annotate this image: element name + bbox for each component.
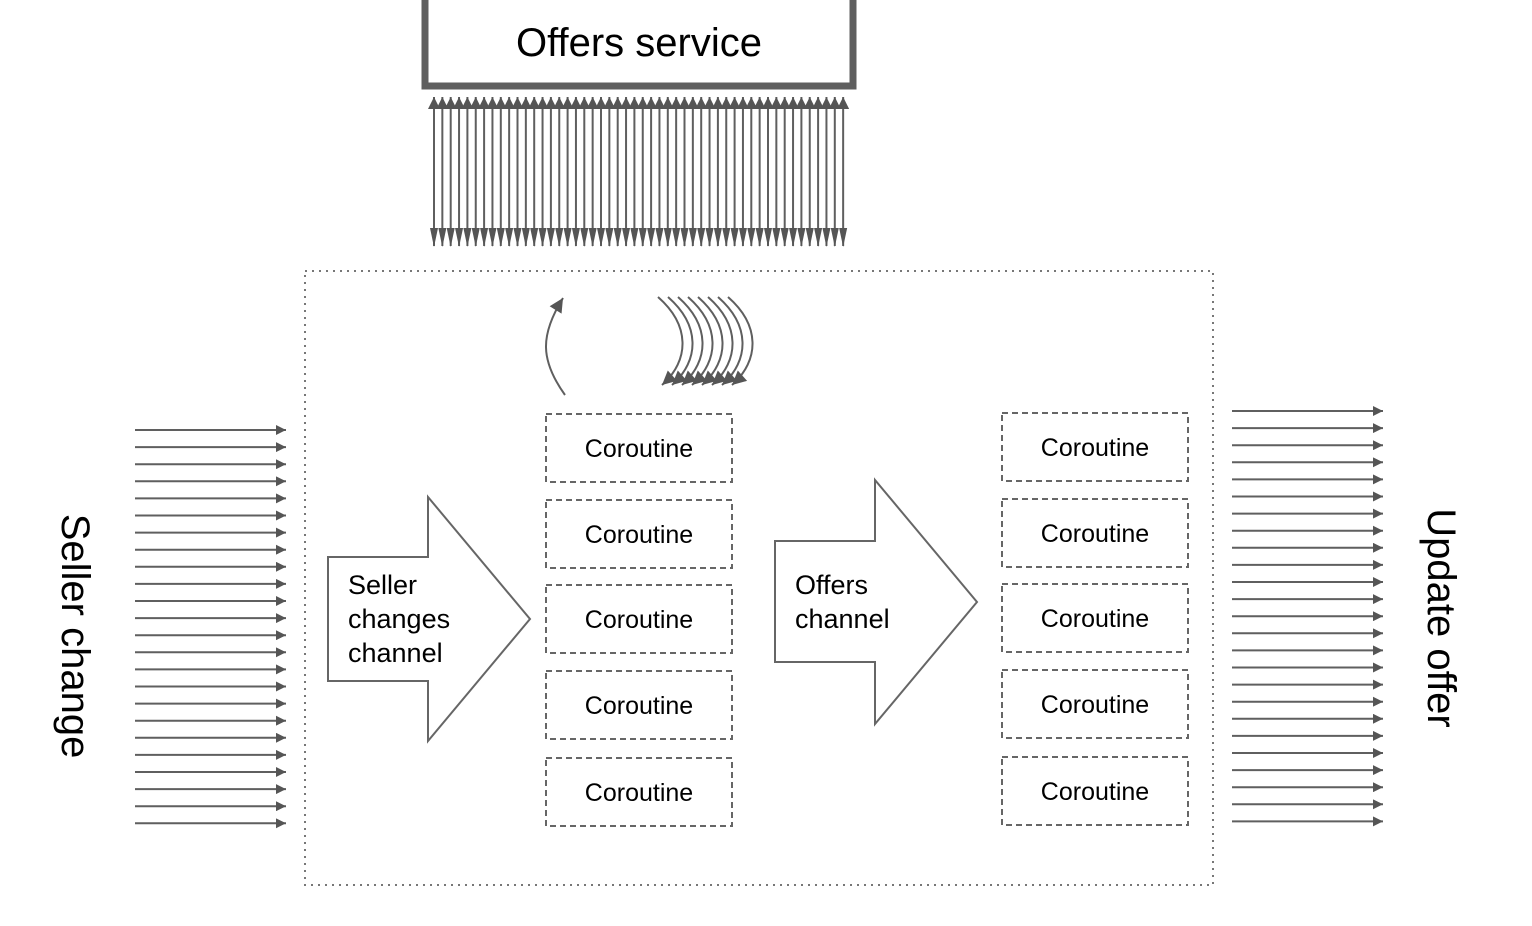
down-arrowhead <box>697 228 706 247</box>
offers-channel-line-1: Offers <box>795 570 868 600</box>
seller-channel-line-1: Seller <box>348 570 417 600</box>
coroutine-label: Coroutine <box>585 779 693 807</box>
coroutine-box: Coroutine <box>545 584 733 654</box>
update-offer-arrows <box>1232 406 1383 827</box>
down-arrowhead <box>471 228 480 247</box>
down-arrowhead <box>688 228 697 247</box>
down-arrowhead <box>722 228 731 247</box>
down-arrowhead <box>655 228 664 247</box>
down-arrowhead <box>789 228 798 247</box>
coroutine-box: Coroutine <box>545 499 733 569</box>
down-arrowhead <box>597 228 605 247</box>
down-arrowhead <box>463 228 472 247</box>
down-arrowhead <box>530 228 539 247</box>
seller-channel-line-2: changes <box>348 604 450 634</box>
coroutine-box: Coroutine <box>1001 412 1189 482</box>
down-arrowhead <box>480 228 489 247</box>
down-arrowhead <box>822 228 831 247</box>
coroutine-box: Coroutine <box>1001 498 1189 568</box>
down-arrowhead <box>713 228 722 247</box>
down-arrowhead <box>705 228 714 247</box>
incoming-curved-arrow <box>687 296 714 386</box>
down-arrowhead <box>672 228 681 247</box>
offers-channel-line-2: channel <box>795 604 890 634</box>
down-arrowhead <box>455 228 464 247</box>
down-arrowhead <box>747 228 756 247</box>
coroutine-label: Coroutine <box>1041 605 1149 633</box>
coroutine-box: Coroutine <box>1001 669 1189 739</box>
incoming-curved-arrow <box>727 296 754 386</box>
coroutine-label: Coroutine <box>585 692 693 720</box>
down-arrowhead <box>605 228 614 247</box>
incoming-curved-arrows <box>657 296 754 386</box>
down-arrowhead <box>663 228 672 247</box>
outgoing-curved-arrow <box>545 297 566 396</box>
coroutine-label: Coroutine <box>1041 434 1149 462</box>
coroutine-label: Coroutine <box>585 606 693 634</box>
down-arrowhead <box>438 228 447 247</box>
down-arrowhead <box>505 228 514 247</box>
right-coroutine-pool: Coroutine Coroutine Coroutine Coroutine … <box>1001 412 1189 826</box>
seller-channel-line-3: channel <box>348 638 443 668</box>
down-arrowhead <box>630 228 639 247</box>
down-arrowhead <box>797 228 806 247</box>
down-arrowhead <box>622 228 631 247</box>
seller-change-label: Seller change <box>53 514 97 759</box>
down-arrowhead <box>580 228 589 247</box>
down-arrowhead <box>839 228 848 247</box>
down-arrowhead <box>830 228 839 247</box>
coroutine-label: Coroutine <box>585 435 693 463</box>
coroutine-label: Coroutine <box>1041 691 1149 719</box>
down-arrowhead <box>546 228 555 247</box>
incoming-curved-arrow <box>657 296 684 386</box>
service-request-lines <box>428 97 850 247</box>
down-arrowhead <box>496 228 505 247</box>
down-arrowhead <box>814 228 823 247</box>
down-arrowhead <box>755 228 764 247</box>
incoming-curved-arrow <box>697 296 724 386</box>
coroutine-box: Coroutine <box>1001 756 1189 826</box>
coroutine-box: Coroutine <box>545 413 733 483</box>
down-arrowhead <box>488 228 497 247</box>
coroutine-label: Coroutine <box>1041 520 1149 548</box>
offers-channel: Offers channel <box>774 477 979 727</box>
down-arrowhead <box>764 228 772 247</box>
coroutine-box: Coroutine <box>545 757 733 827</box>
down-arrowhead <box>588 228 597 247</box>
down-arrowhead <box>563 228 572 247</box>
down-arrowhead <box>805 228 814 247</box>
down-arrowhead <box>638 228 647 247</box>
down-arrowhead <box>738 228 747 247</box>
down-arrowhead <box>772 228 781 247</box>
down-arrowhead <box>613 228 622 247</box>
incoming-curved-arrow <box>717 296 744 386</box>
down-arrowhead <box>680 228 689 247</box>
offers-service-box: Offers service <box>421 0 857 90</box>
down-arrowhead <box>555 228 564 247</box>
left-coroutine-pool: Coroutine Coroutine Coroutine Coroutine … <box>545 413 733 827</box>
incoming-curved-arrow <box>667 296 694 386</box>
system-boundary <box>304 270 1214 886</box>
seller-changes-channel: Seller changes channel <box>327 494 532 744</box>
down-arrowhead <box>521 228 530 247</box>
down-arrowhead <box>730 228 739 247</box>
seller-change-arrows <box>135 425 286 829</box>
incoming-curved-arrow <box>707 296 734 386</box>
coroutine-box: Coroutine <box>545 670 733 740</box>
offers-service-title: Offers service <box>516 21 762 65</box>
down-arrowhead <box>780 228 789 247</box>
down-arrowhead <box>647 228 656 247</box>
coroutine-label: Coroutine <box>585 521 693 549</box>
coroutine-box: Coroutine <box>1001 583 1189 653</box>
coroutine-label: Coroutine <box>1041 778 1149 806</box>
down-arrowhead <box>571 228 580 247</box>
update-offer-label: Update offer <box>1419 508 1463 727</box>
down-arrowhead <box>538 228 547 247</box>
down-arrowhead <box>513 228 522 247</box>
down-arrowhead <box>446 228 455 247</box>
down-arrowhead <box>430 228 438 247</box>
incoming-curved-arrow <box>677 296 704 386</box>
